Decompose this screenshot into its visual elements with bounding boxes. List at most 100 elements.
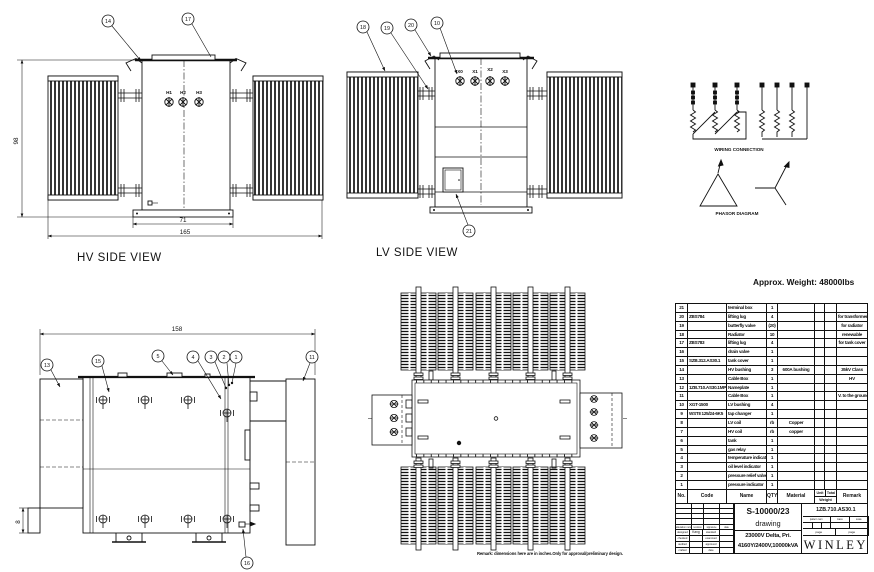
cell-code: XGT-1500 <box>688 401 727 411</box>
cell-material <box>778 410 815 419</box>
phasor-diagram-label: PHASOR DIAGRAM <box>716 211 759 216</box>
cell-weight <box>825 357 837 366</box>
cell-weight <box>815 357 825 366</box>
delta-phasor <box>699 158 738 207</box>
cell-name: butterfly valve <box>727 321 767 331</box>
cell-weight <box>815 383 825 393</box>
cell-weight <box>815 312 825 322</box>
sign-label: crafted <box>676 548 690 555</box>
cell-qty: 1 <box>767 445 778 455</box>
balloon-label: 16 <box>244 561 250 567</box>
lifting-lug <box>522 55 538 70</box>
cell-code <box>688 374 727 384</box>
cell-code <box>688 418 727 428</box>
cell-code: 1ZB.710.AS30.1MP <box>688 383 727 393</box>
cell-no: 5 <box>676 445 688 455</box>
rev-header: revision <box>692 524 704 530</box>
cell-material <box>778 392 815 402</box>
cell-weight <box>815 330 825 340</box>
cell-material <box>778 312 815 322</box>
radiator-left <box>346 71 419 199</box>
bushing-label-h2: H2 <box>180 90 186 95</box>
cell-no: 6 <box>676 436 688 446</box>
cell-material: copper <box>778 427 815 437</box>
dim-step: 8 <box>15 520 22 524</box>
lv-terminal-box <box>442 167 464 193</box>
cell-qty: 1 <box>767 383 778 393</box>
header-weight: Unit Total Weight <box>815 489 837 503</box>
lv-view-title: LV SIDE VIEW <box>376 247 458 259</box>
balloon-label: 11 <box>309 355 315 361</box>
cell-name: gas relay <box>727 445 767 455</box>
cell-qty: 1 <box>767 472 778 481</box>
cell-name: lifting lug <box>727 339 767 349</box>
cell-code <box>688 304 727 313</box>
cell-name: LV bushing <box>727 401 767 411</box>
wye-winding <box>758 82 810 140</box>
cell-code <box>688 472 727 481</box>
cell-qty: rb <box>767 427 778 437</box>
cell-weight <box>815 418 825 428</box>
header-weight-unit: Unit <box>815 489 826 496</box>
cell-code: WSTII 125/24-6K5 <box>688 410 727 419</box>
cell-qty: 1 <box>767 480 778 490</box>
model-cell: S-10000/23 drawing <box>734 503 802 530</box>
cell-material <box>778 463 815 473</box>
wiring-phasor-diagrams: WIRING CONNECTION PHASOR DIAGRAM <box>689 82 810 216</box>
cell-weight <box>825 445 837 455</box>
balloon-17 <box>181 12 212 58</box>
cell-no: 12 <box>676 383 688 393</box>
cell-name: oil level indicator <box>727 463 767 473</box>
cell-no: 7 <box>676 427 688 437</box>
balloon-label: 5 <box>157 354 160 360</box>
cell-no: 4 <box>676 454 688 464</box>
balloon-label: 20 <box>408 23 414 29</box>
meta-header: mass <box>830 516 850 523</box>
balloon-label: 21 <box>466 229 472 235</box>
cell-weight <box>825 410 837 419</box>
radiator-pipes <box>118 89 253 197</box>
cell-qty: 1 <box>767 410 778 419</box>
balloon-label: 15 <box>95 359 101 365</box>
bushing-label-x3: X3 <box>502 69 508 74</box>
cell-weight <box>825 401 837 411</box>
spec-cell: 23000V Delta, Pri. 4160Y/2400V,10000kVA <box>734 529 802 555</box>
cell-name: temperature indicator <box>727 454 767 464</box>
meta-cells <box>802 522 869 529</box>
balloon-14 <box>101 14 142 62</box>
radiator-right <box>546 71 623 199</box>
cell-no: 11 <box>676 392 688 402</box>
weight-note: Approx. Weight: 48000lbs <box>753 277 855 287</box>
cell-material: Copper <box>778 418 815 428</box>
cell-material <box>778 383 815 393</box>
cell-name: pressure relief valve <box>727 472 767 481</box>
cell-weight <box>815 472 825 481</box>
cell-qty: 10 <box>767 330 778 340</box>
cell-no: 1 <box>676 480 688 490</box>
cell-name: Nameplate <box>727 383 767 393</box>
cell-code <box>688 365 727 375</box>
cell-name: Cable Box <box>727 374 767 384</box>
cell-remark <box>837 454 867 464</box>
cell-qty: 1 <box>767 374 778 384</box>
cell-remark: for radiator <box>837 322 867 331</box>
dimension-98 <box>17 59 135 218</box>
dim-overall: 158 <box>172 326 183 333</box>
header-material: Material <box>778 489 815 503</box>
cell-no: 3 <box>676 463 688 473</box>
hv-cable-box <box>39 378 84 509</box>
cell-name: Radiator <box>727 330 767 340</box>
delta-winding <box>689 82 747 140</box>
cell-qty: 1 <box>767 304 778 313</box>
cell-name: drain valve <box>727 348 767 358</box>
cell-material <box>778 454 815 464</box>
